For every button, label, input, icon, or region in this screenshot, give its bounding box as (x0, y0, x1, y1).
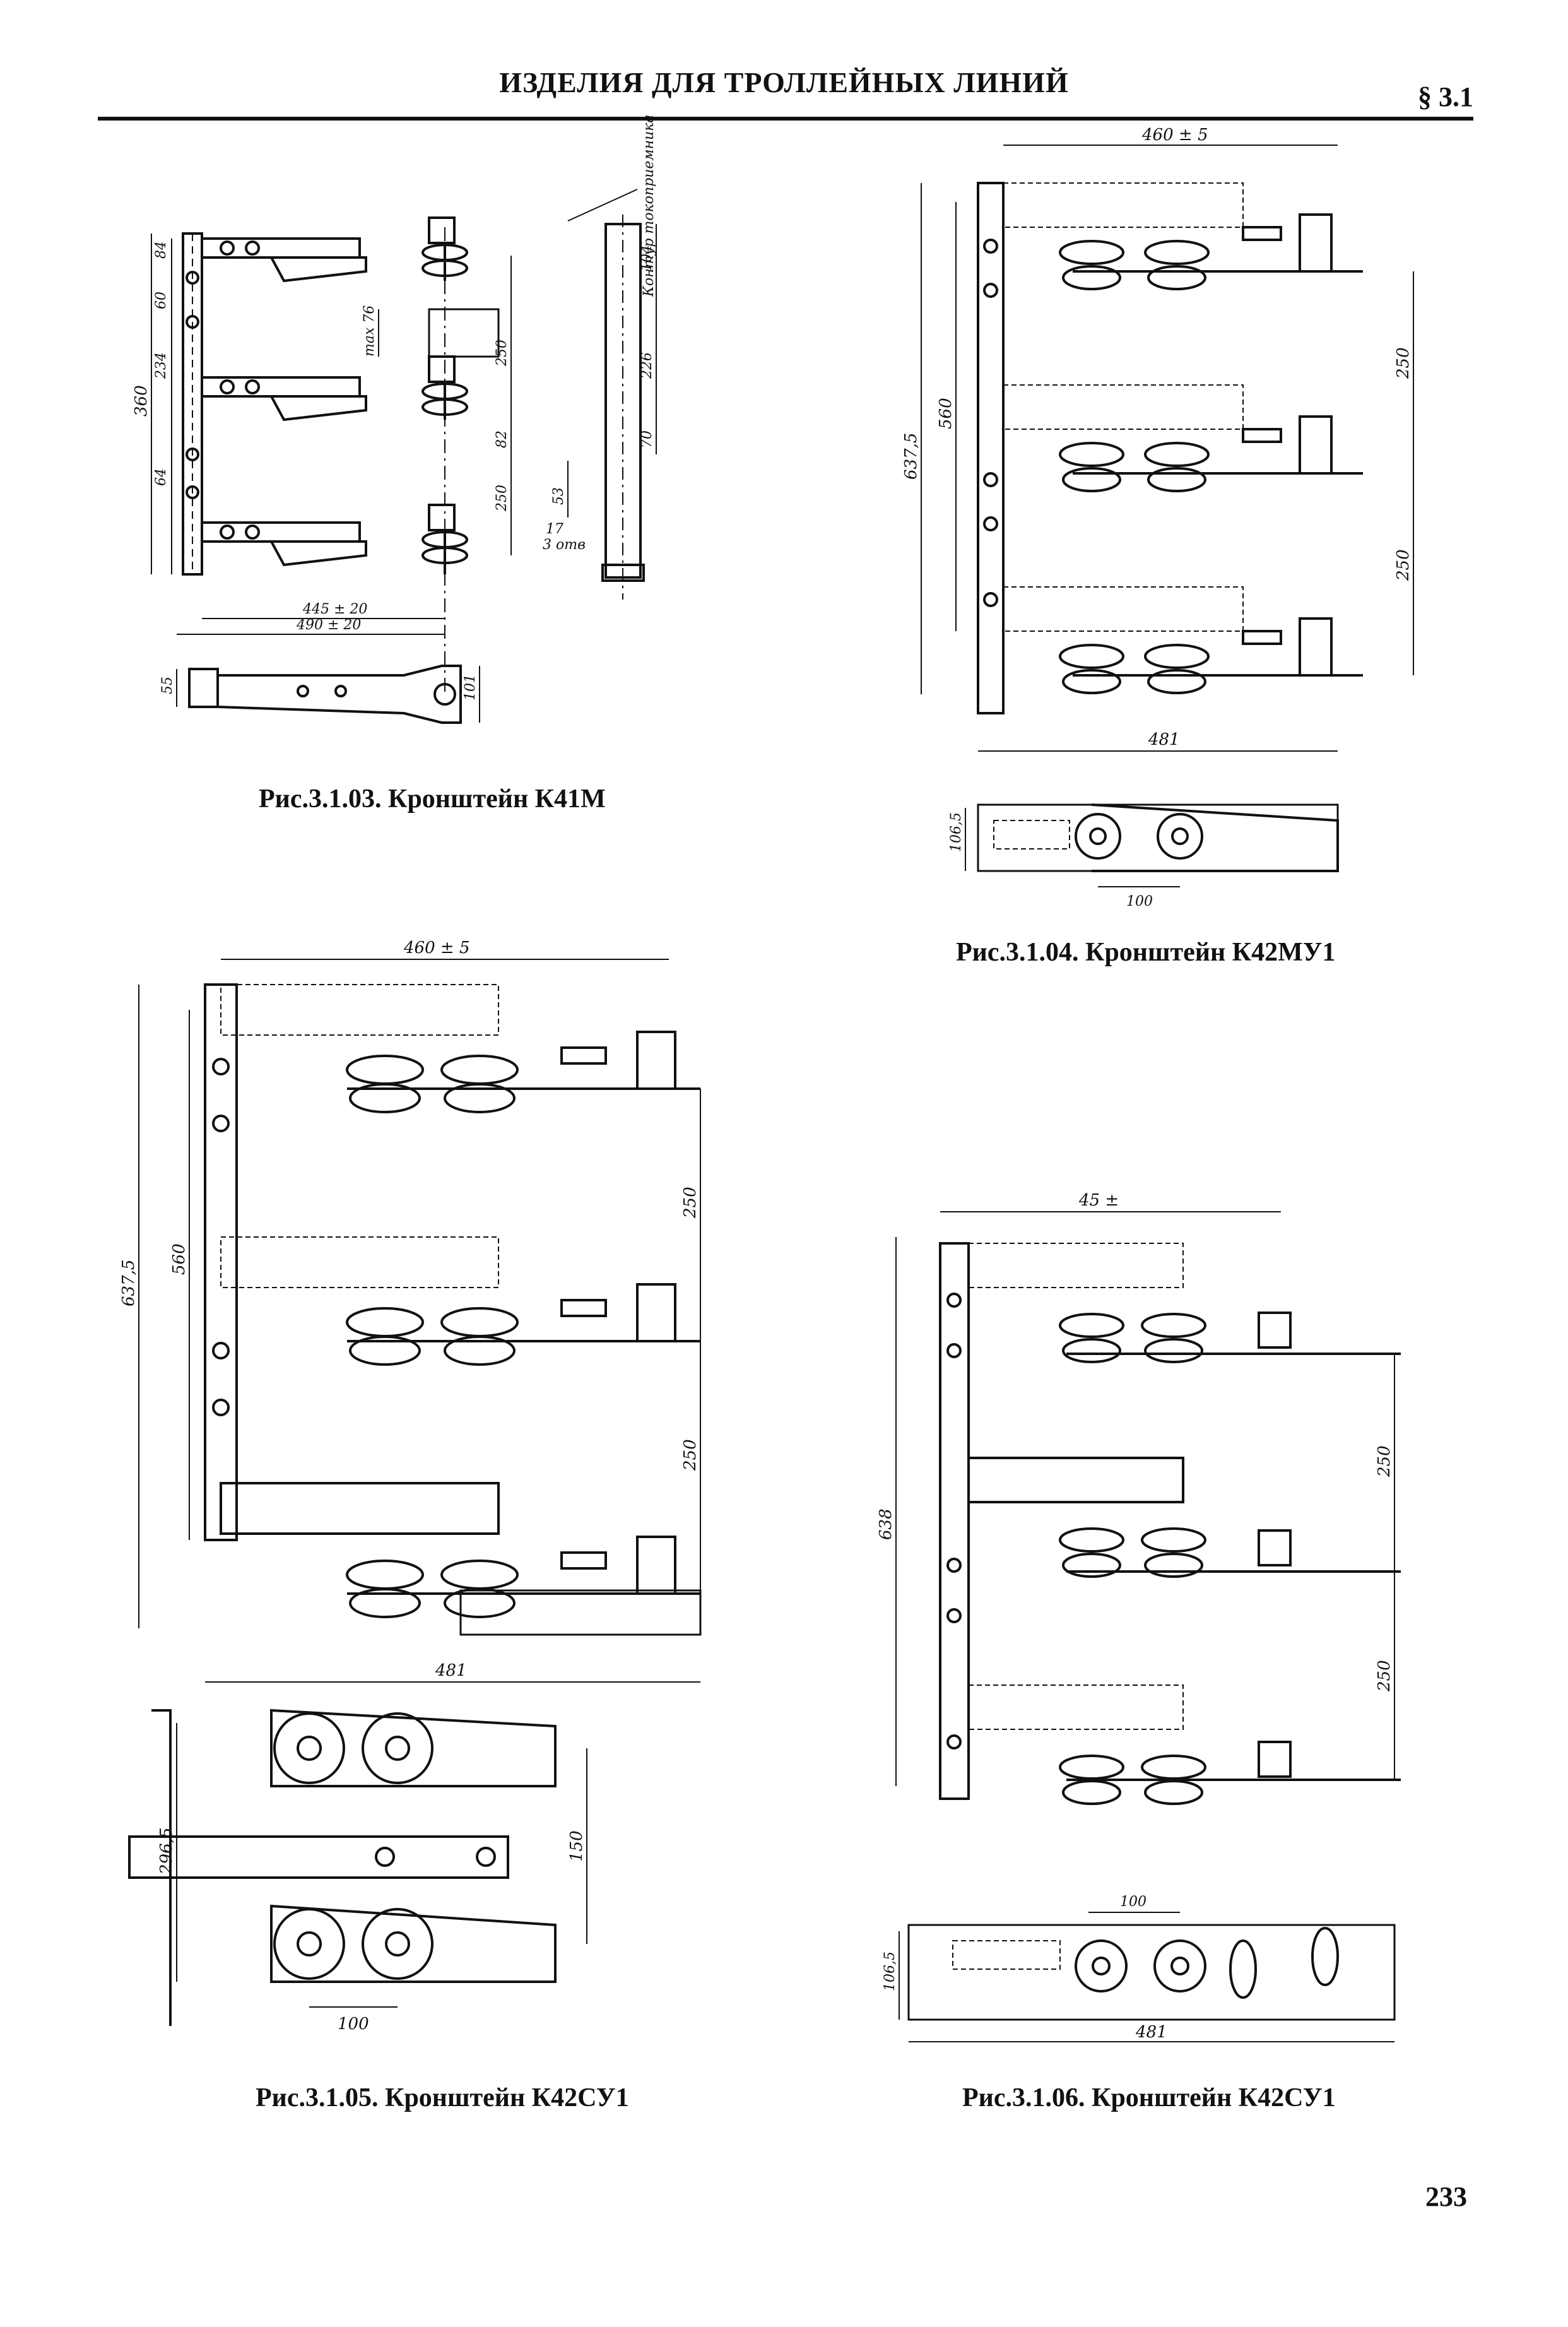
dim-17: 17 (546, 521, 563, 537)
dim-100-fig04: 100 (1126, 894, 1153, 909)
dim-101: 101 (463, 674, 478, 701)
dim-481-fig06: 481 (1135, 2023, 1167, 2042)
dim-64: 64 (153, 468, 169, 486)
dim-84: 84 (153, 241, 169, 259)
dim-150-fig05: 150 (567, 1830, 586, 1862)
dim-104: 104 (639, 245, 655, 271)
dim-481-fig05: 481 (435, 1661, 467, 1680)
dim-560-fig05: 560 (170, 1243, 189, 1275)
caption-fig-3-1-03: Рис.3.1.03. Кронштейн К41М (259, 785, 606, 814)
dim-250b-fig05: 250 (681, 1439, 700, 1471)
dim-100-fig05: 100 (338, 2015, 369, 2034)
caption-fig-3-1-04: Рис.3.1.04. Кронштейн К42МУ1 (956, 938, 1336, 967)
dim-637-fig04: 637,5 (902, 433, 921, 480)
dim-82: 82 (494, 430, 510, 448)
dim-3otv: 3 отв (543, 537, 586, 553)
dim-70: 70 (639, 430, 655, 448)
dim-250a-fig05: 250 (681, 1187, 700, 1219)
dim-250b-fig04: 250 (1394, 549, 1413, 581)
page-header-title: ИЗДЕЛИЯ ДЛЯ ТРОЛЛЕЙНЫХ ЛИНИЙ (499, 66, 1069, 98)
page-number: 233 (1425, 2181, 1467, 2212)
dim-481-fig04: 481 (1148, 730, 1180, 749)
dim-250b-fig06: 250 (1375, 1660, 1394, 1692)
figure-k42mu1-drawing: 460 ± 5 637,5 560 250 250 481 106,5 100 (883, 126, 1489, 915)
dim-250-upper: 250 (494, 340, 510, 367)
dim-638-fig06: 638 (876, 1508, 895, 1540)
dim-106-fig06: 106,5 (882, 1951, 898, 1991)
dim-445: 445 ± 20 (302, 601, 367, 617)
label-pantograph-contour: Контур токоприемника (641, 114, 657, 297)
caption-fig-3-1-05: Рис.3.1.05. Кронштейн К42СУ1 (256, 2083, 629, 2112)
dim-637-fig05: 637,5 (119, 1260, 138, 1306)
k41m-svg: 360 84 60 234 64 max 76 250 82 250 445 ±… (132, 114, 657, 724)
figure-k42su1-drawing-b: 45 ± 638 250 250 100 106,5 481 (871, 1187, 1439, 2058)
section-number: § 3.1 (1418, 81, 1473, 112)
dim-560-fig04: 560 (936, 398, 955, 429)
dim-296-fig05: 296,5 (157, 1828, 176, 1875)
dim-106-fig04: 106,5 (948, 812, 964, 852)
figure-k41m-drawing: 360 84 60 234 64 max 76 250 82 250 445 ±… (101, 114, 694, 757)
dim-100-fig06: 100 (1120, 1894, 1147, 1910)
dim-226: 226 (639, 352, 655, 379)
dim-45-fig06: 45 ± (1078, 1191, 1119, 1210)
dim-max76: max 76 (362, 305, 377, 357)
k42su1-b-svg: 45 ± 638 250 250 100 106,5 481 (876, 1191, 1401, 2042)
dim-460-fig04: 460 ± 5 (1141, 126, 1208, 145)
k42mu1-svg: 460 ± 5 637,5 560 250 250 481 106,5 100 (902, 126, 1414, 909)
caption-fig-3-1-06: Рис.3.1.06. Кронштейн К42СУ1 (962, 2083, 1336, 2112)
dim-360: 360 (132, 385, 151, 417)
k42su1-a-svg: 460 ± 5 637,5 560 250 250 481 296,5 150 … (119, 938, 702, 2034)
figure-k42su1-drawing-a: 460 ± 5 637,5 560 250 250 481 296,5 150 … (119, 915, 808, 2051)
dim-250-lower: 250 (494, 485, 510, 512)
dim-53: 53 (551, 487, 567, 505)
dim-460-fig05: 460 ± 5 (403, 938, 469, 957)
dim-234: 234 (153, 352, 169, 379)
dim-60: 60 (153, 292, 169, 309)
dim-490: 490 ± 20 (296, 617, 361, 633)
dim-250a-fig04: 250 (1394, 347, 1413, 379)
header-rule (98, 117, 1473, 121)
dim-55: 55 (160, 677, 175, 694)
dim-250a-fig06: 250 (1375, 1445, 1394, 1477)
